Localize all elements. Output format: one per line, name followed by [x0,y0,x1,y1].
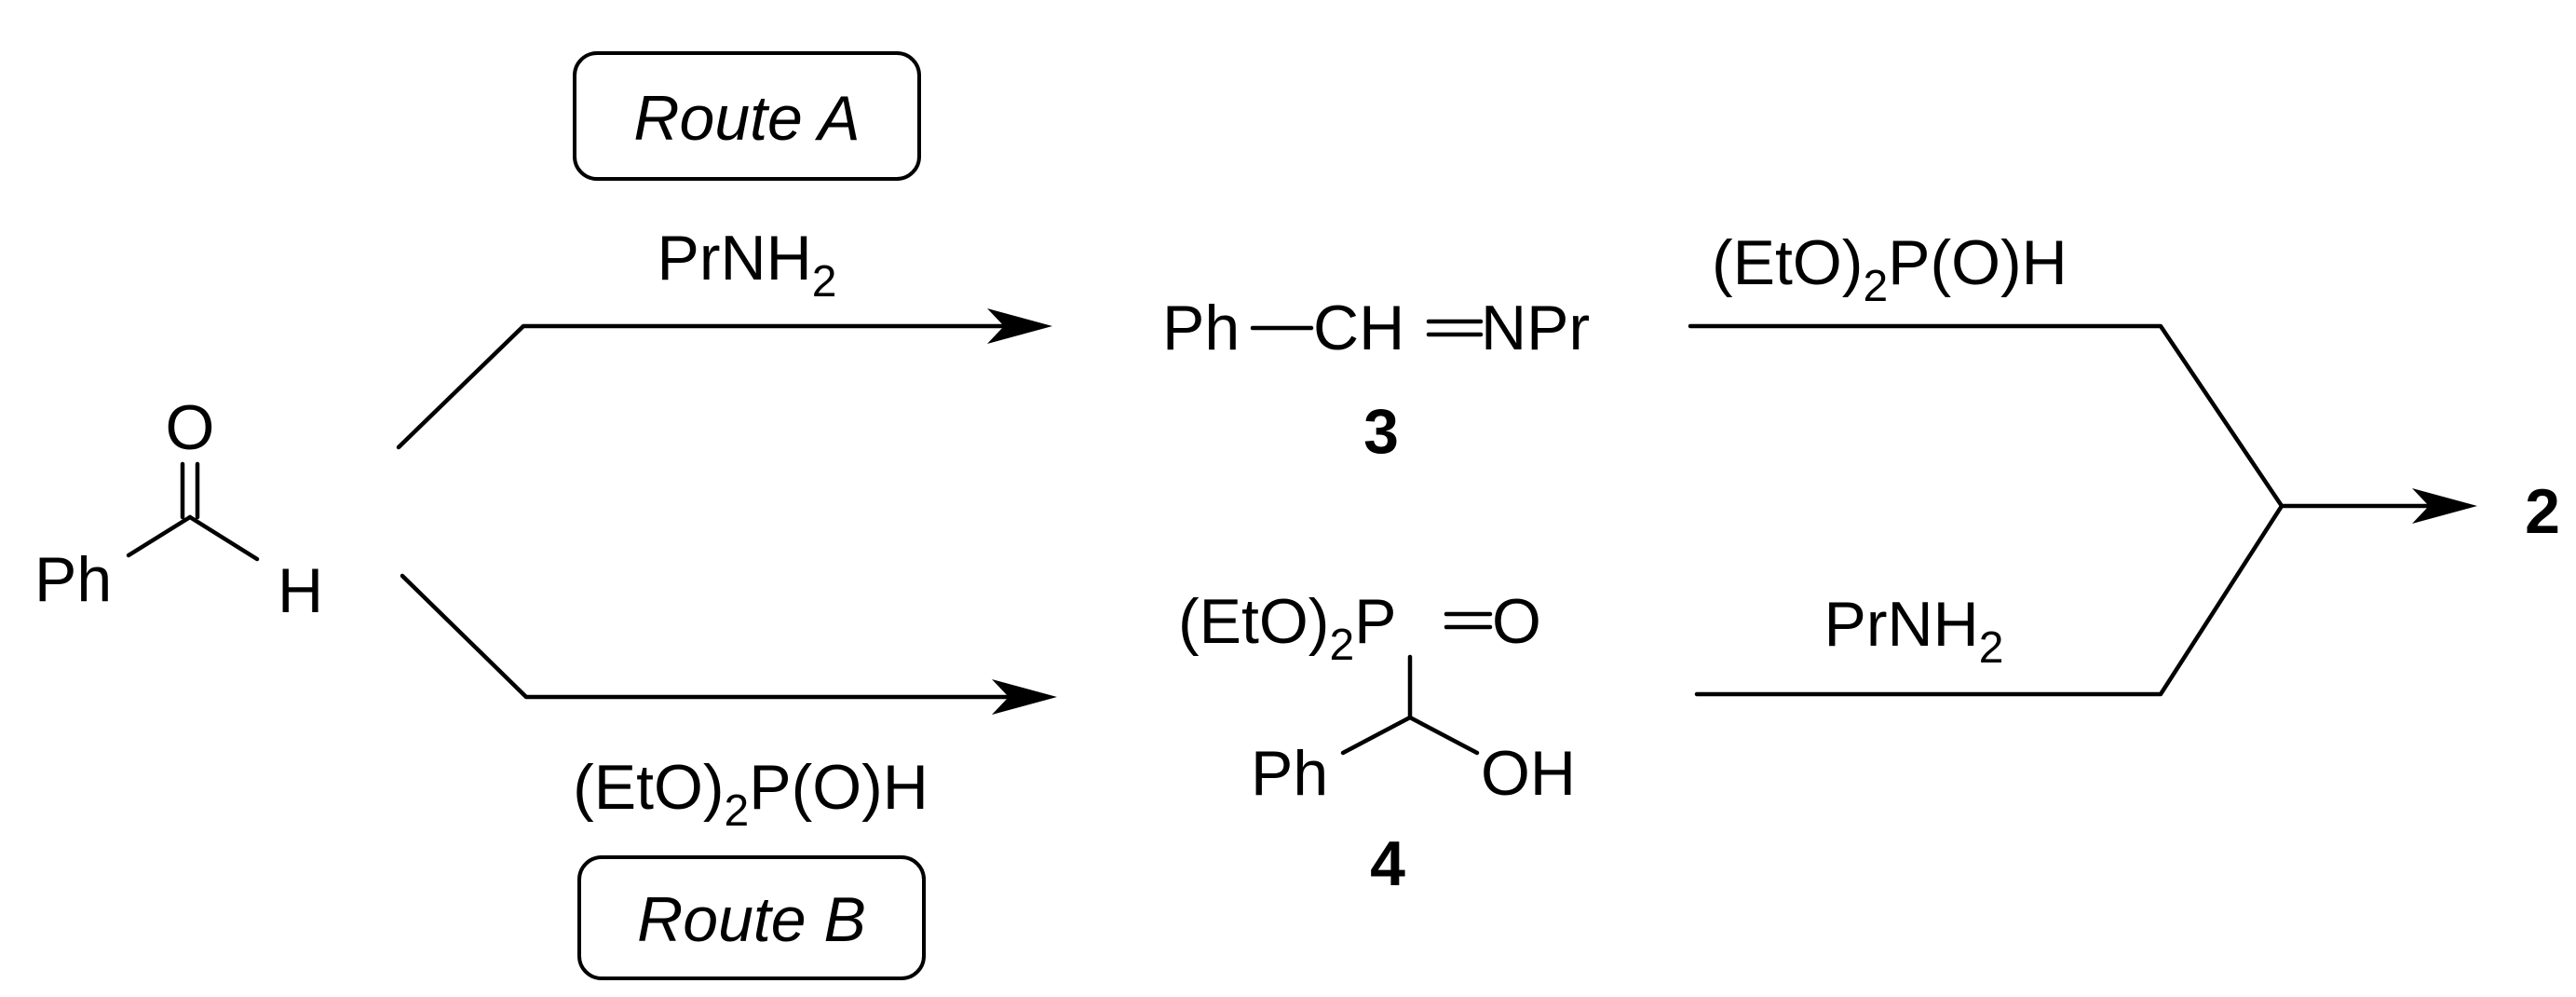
phosphoryl-oxygen: O [1492,586,1541,657]
benzaldehyde: O Ph H [34,392,323,626]
route-a-box: Route A [573,51,921,181]
route-b-arrow [400,573,1057,715]
c-ph-bond [126,514,193,558]
phosphonate-group: (EtO)2P [1178,586,1397,670]
route-a-second-reagent: (EtO)2P(O)H [1712,227,2068,311]
benzaldehyde-h: H [278,555,323,626]
imine-ch: CH [1313,293,1404,363]
route-b-box: Route B [577,855,926,980]
route-b-second-reagent: PrNH2 [1824,589,2004,673]
imine-ph: Ph [1162,293,1240,363]
route-a-label: Route A [633,83,860,154]
converging-arrow [1688,323,2477,697]
benzaldehyde-ph: Ph [34,544,112,615]
route-a-reagent: PrNH2 [658,223,837,307]
route-b-label: Route B [637,884,866,955]
hydroxy-ph: Ph [1251,738,1328,809]
hydroxyphosphonate-4: (EtO)2P O Ph OH 4 [1178,586,1576,899]
compound-4-number: 4 [1370,828,1405,899]
imine-npr: NPr [1481,293,1590,363]
route-a-arrow [396,308,1052,450]
imine-3: Ph CH NPr 3 [1162,293,1590,467]
product-2-number: 2 [2525,476,2560,547]
hydroxy-oh: OH [1481,738,1576,809]
route-b-reagent: (EtO)2P(O)H [573,752,929,836]
c-oh-bond [1407,715,1480,756]
compound-3-number: 3 [1363,396,1399,467]
c-h-bond [187,514,260,562]
benzaldehyde-oxygen: O [166,392,215,463]
c-ph-bond-b [1340,715,1413,756]
